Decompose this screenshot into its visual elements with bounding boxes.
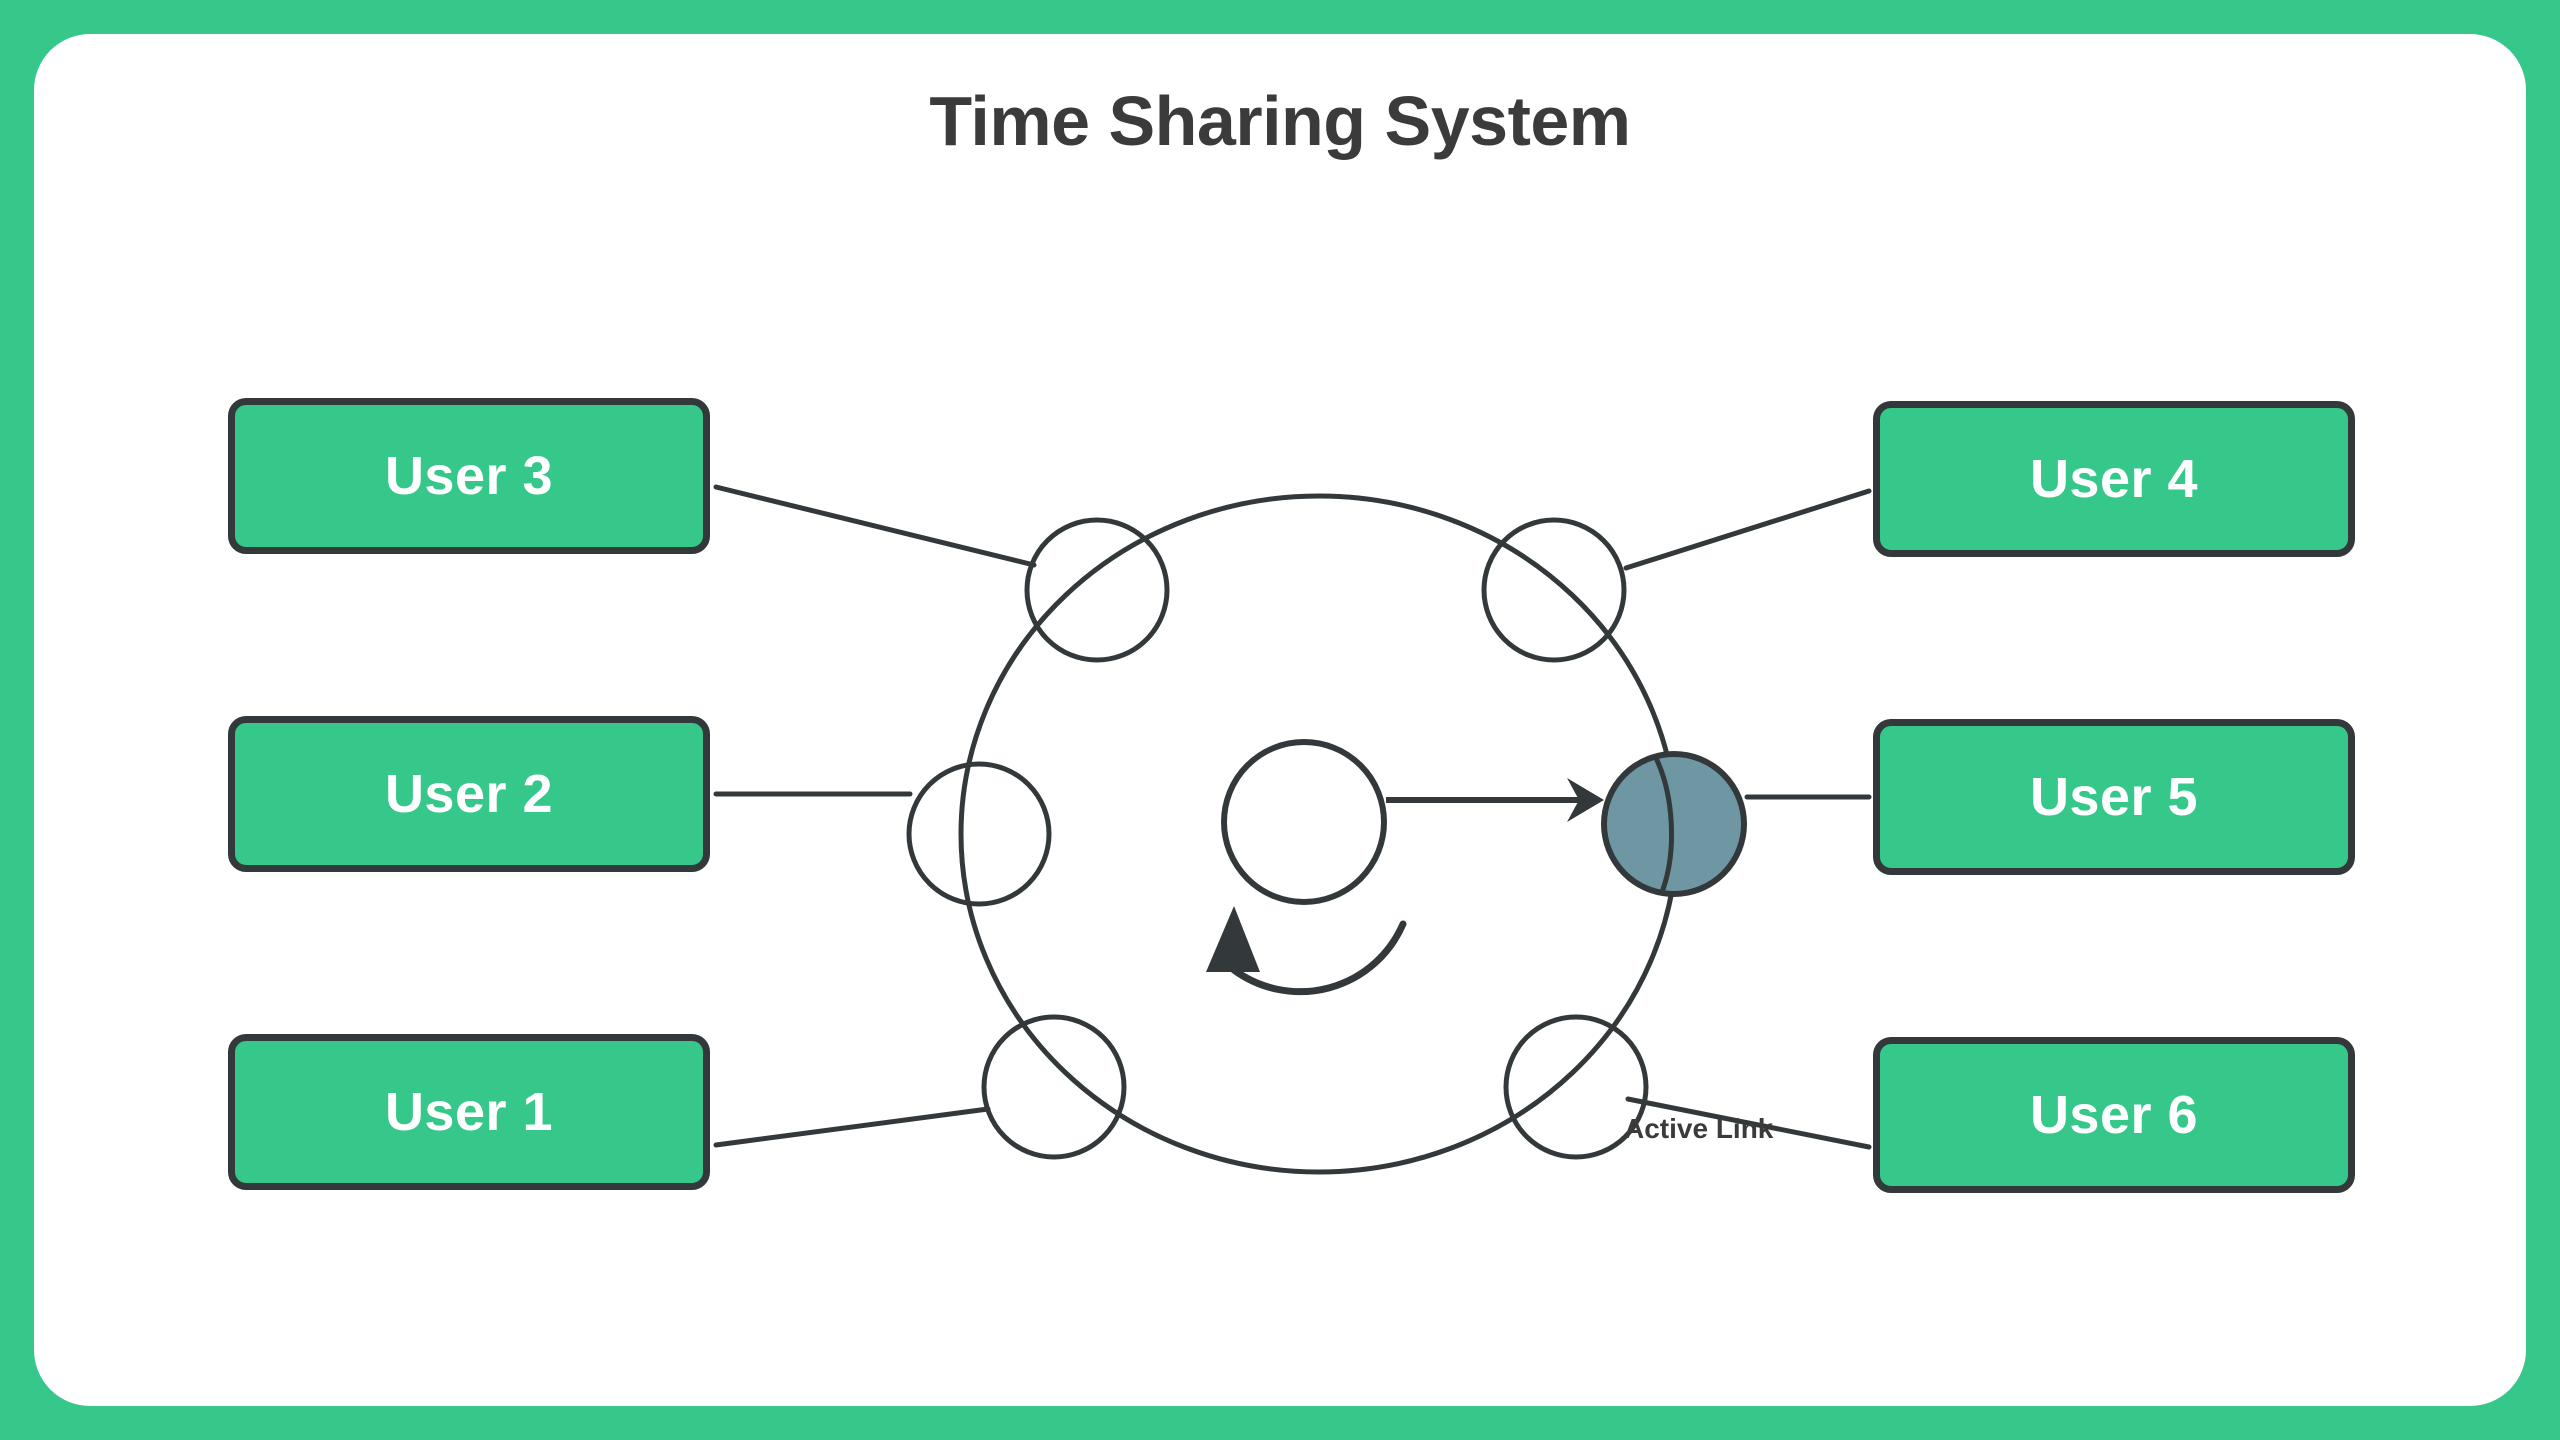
user-box-user-2[interactable]: User 2	[228, 716, 710, 872]
connector-user3	[713, 484, 1037, 568]
active-node-icon	[1601, 751, 1747, 897]
node-top-right-icon	[1481, 517, 1627, 663]
user-box-label: User 6	[2029, 1085, 2199, 1145]
node-bottom-right-icon	[1503, 1014, 1649, 1160]
cpu-to-active-arrow-head	[1567, 778, 1604, 822]
active-link-label: Active Link	[1624, 1113, 1774, 1144]
user-box-user-1[interactable]: User 1	[228, 1034, 710, 1190]
connector-user6	[1625, 1096, 1872, 1150]
round-robin-arrow-head	[1206, 906, 1260, 972]
ring-over-active-node	[1652, 754, 1675, 893]
user-box-label: User 1	[384, 1082, 554, 1142]
diagram-card: Time Sharing System	[34, 34, 2526, 1406]
user-box-user-6[interactable]: User 6	[1873, 1037, 2355, 1193]
user-box-user-4[interactable]: User 4	[1873, 401, 2355, 557]
user-box-label: User 3	[384, 446, 554, 506]
time-sharing-diagram	[713, 484, 1872, 1175]
node-bottom-left-icon	[981, 1014, 1127, 1160]
user-box-user-3[interactable]: User 3	[228, 398, 710, 554]
connector-user1	[713, 1106, 991, 1148]
user-box-user-5[interactable]: User 5	[1873, 719, 2355, 875]
node-top-left-icon	[1024, 517, 1170, 663]
user-box-label: User 5	[2029, 767, 2199, 827]
user-box-label: User 4	[2029, 449, 2199, 509]
page-title: Time Sharing System	[929, 82, 1631, 160]
node-middle-left-icon	[906, 761, 1052, 907]
connector-user4	[1623, 488, 1872, 571]
cpu-circle-icon	[1221, 739, 1387, 905]
user-box-label: User 2	[384, 764, 554, 824]
round-robin-arc	[1230, 920, 1407, 996]
